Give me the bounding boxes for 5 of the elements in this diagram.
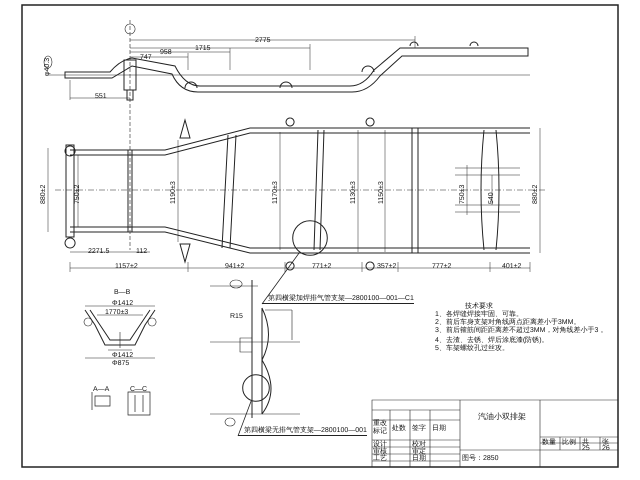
leader-line <box>238 400 252 436</box>
leader-line <box>262 252 300 304</box>
detail-circle <box>292 220 328 256</box>
drawing-title: 汽油小双排架 <box>478 413 526 421</box>
detail-circle <box>242 374 270 402</box>
